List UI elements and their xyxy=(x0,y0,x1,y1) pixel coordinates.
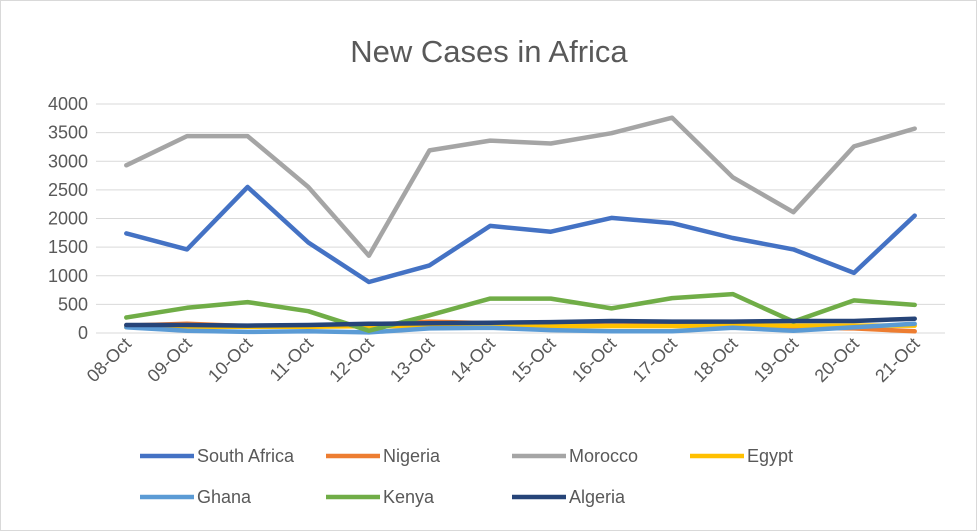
y-tick-label: 3000 xyxy=(48,151,88,171)
x-tick-label: 15-Oct xyxy=(507,334,559,386)
legend-label: Morocco xyxy=(569,446,638,466)
chart-title: New Cases in Africa xyxy=(350,34,628,69)
y-tick-label: 2000 xyxy=(48,209,88,229)
y-tick-label: 1500 xyxy=(48,237,88,257)
x-tick-label: 18-Oct xyxy=(689,334,741,386)
x-tick-label: 12-Oct xyxy=(325,334,377,386)
y-tick-label: 2500 xyxy=(48,180,88,200)
legend-item: South Africa xyxy=(140,446,295,466)
x-tick-label: 17-Oct xyxy=(629,334,681,386)
x-tick-label: 11-Oct xyxy=(266,334,317,385)
y-axis-ticks: 0 500 1000 1500 2000 2500 3000 3500 4000 xyxy=(48,94,88,343)
y-tick-label: 0 xyxy=(78,323,88,343)
x-tick-label: 19-Oct xyxy=(750,334,802,386)
legend-label: Algeria xyxy=(569,487,626,507)
x-tick-label: 14-Oct xyxy=(447,334,499,386)
y-tick-label: 500 xyxy=(58,294,88,314)
legend-label: South Africa xyxy=(197,446,295,466)
legend-item: Ghana xyxy=(140,487,252,507)
series-lines xyxy=(124,115,917,335)
x-tick-label: 20-Oct xyxy=(811,334,863,386)
legend-label: Nigeria xyxy=(383,446,441,466)
series-line-morocco xyxy=(124,115,917,258)
legend-item: Algeria xyxy=(512,487,626,507)
legend-label: Egypt xyxy=(747,446,793,466)
x-tick-label: 21-Oct xyxy=(871,334,923,386)
series-line-ghana xyxy=(124,321,917,335)
legend-item: Kenya xyxy=(326,487,435,507)
y-tick-label: 1000 xyxy=(48,266,88,286)
series-line-algeria xyxy=(124,316,917,328)
y-tick-label: 4000 xyxy=(48,94,88,114)
x-tick-label: 10-Oct xyxy=(204,334,256,386)
legend-item: Nigeria xyxy=(326,446,441,466)
series-line-south-africa xyxy=(124,184,917,285)
legend-item: Egypt xyxy=(690,446,793,466)
y-tick-label: 3500 xyxy=(48,123,88,143)
legend-item: Morocco xyxy=(512,446,638,466)
x-tick-label: 08-Oct xyxy=(83,334,135,386)
legend-label: Ghana xyxy=(197,487,252,507)
x-tick-label: 16-Oct xyxy=(568,334,620,386)
x-tick-label: 09-Oct xyxy=(143,334,195,386)
legend-label: Kenya xyxy=(383,487,435,507)
series-line-kenya xyxy=(124,291,917,333)
x-tick-label: 13-Oct xyxy=(386,334,438,386)
